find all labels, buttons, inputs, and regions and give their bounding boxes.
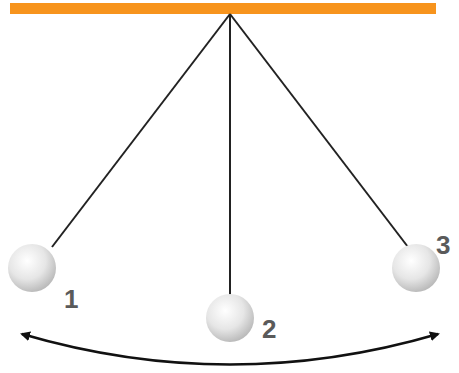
pendulum-ball [206, 294, 254, 342]
string [230, 14, 408, 247]
callout-number: 1 [64, 286, 78, 312]
string [52, 14, 230, 247]
swing-arrow [22, 334, 438, 365]
callout-number: 2 [262, 316, 276, 342]
support-bar [10, 3, 436, 14]
pendulum-ball [392, 244, 440, 292]
callout-number: 3 [436, 232, 450, 258]
pendulum-ball [8, 244, 56, 292]
string [229, 14, 231, 295]
